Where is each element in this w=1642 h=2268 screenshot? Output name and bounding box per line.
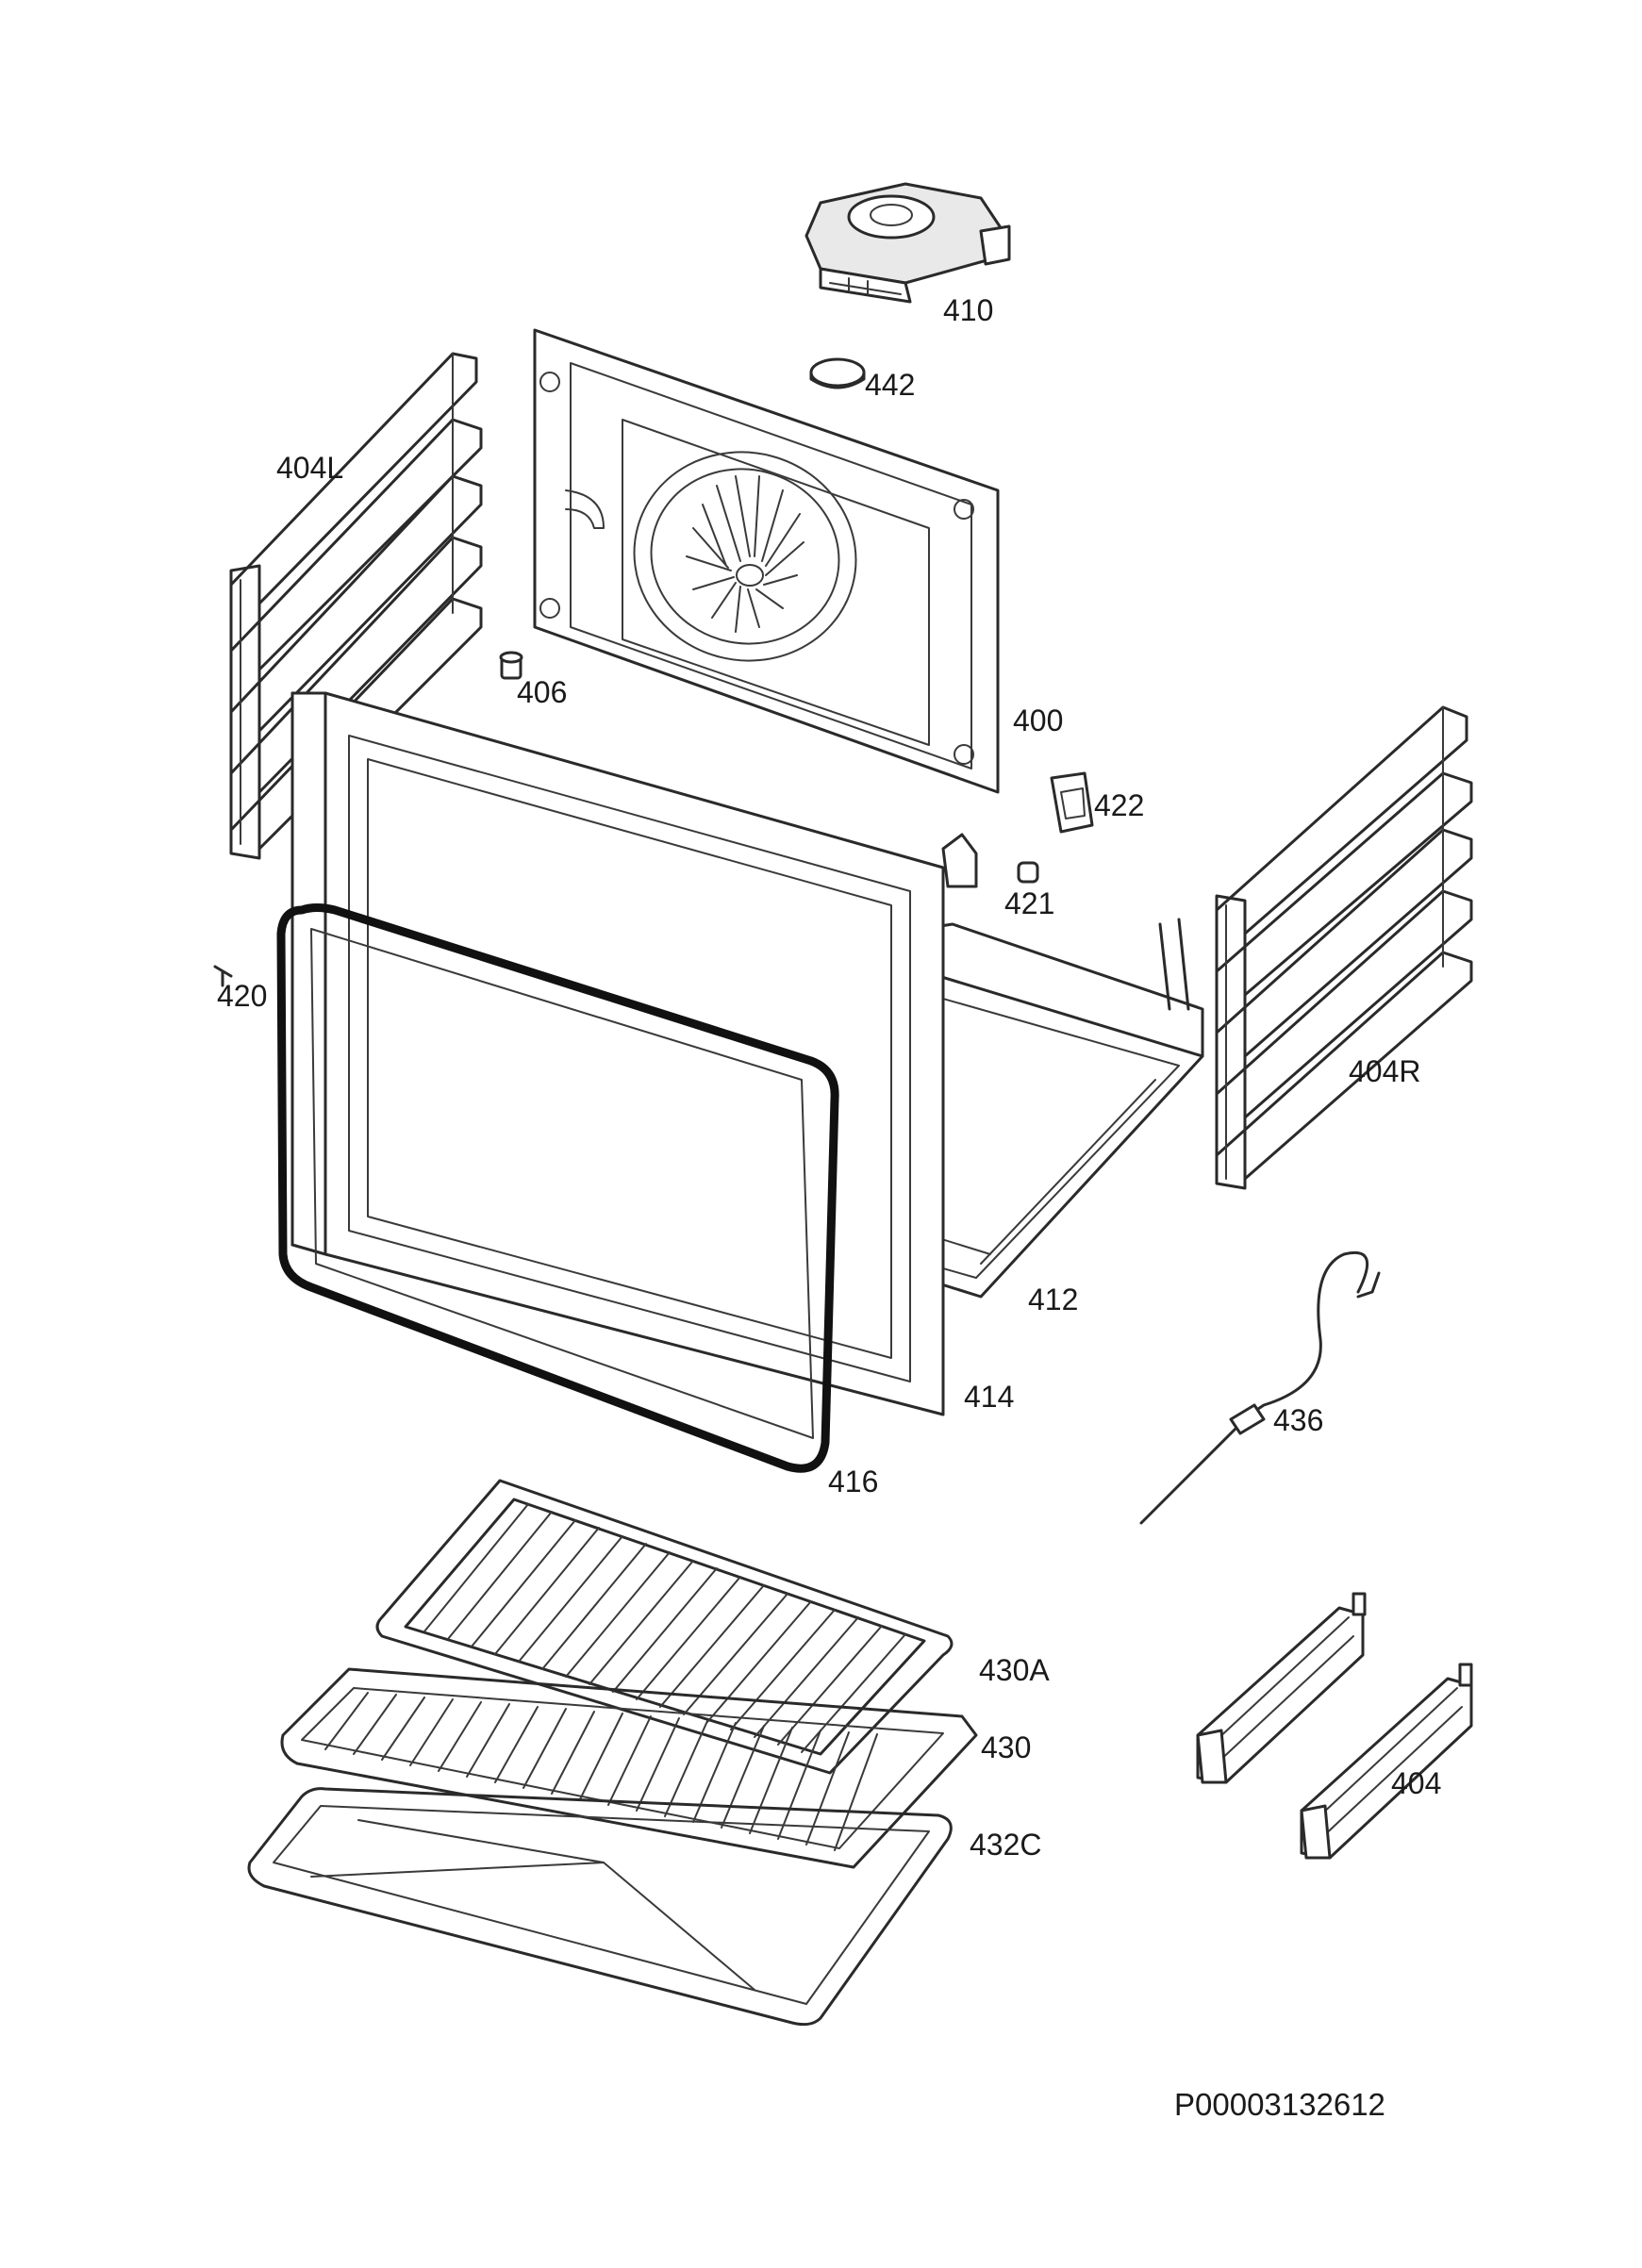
part-414-front-frame	[290, 691, 978, 1416]
part-410-fan-motor	[804, 182, 1011, 304]
label-404: 404	[1391, 1766, 1442, 1800]
part-421-lamp	[1017, 861, 1039, 884]
label-404L: 404L	[276, 451, 344, 485]
part-400-back-panel	[533, 328, 1000, 794]
part-404-telescopic-runners	[1196, 1592, 1473, 1860]
label-420: 420	[217, 979, 268, 1013]
label-406: 406	[517, 675, 568, 709]
part-430-wire-rack	[280, 1667, 978, 1869]
part-432C-baking-tray	[247, 1787, 953, 2027]
part-406-screw	[499, 651, 523, 680]
label-404R: 404R	[1349, 1054, 1421, 1088]
part-416-door-gasket	[276, 903, 839, 1473]
label-414: 414	[964, 1380, 1015, 1414]
label-430: 430	[981, 1730, 1032, 1764]
part-404R-right-shelf-support	[1215, 705, 1473, 1190]
part-422-lamp-holder	[1050, 771, 1094, 834]
label-400: 400	[1013, 704, 1064, 737]
label-410: 410	[943, 293, 994, 327]
part-404L-left-shelf-support	[229, 352, 483, 860]
label-436: 436	[1273, 1403, 1324, 1437]
document-id: P00003132612	[1174, 2087, 1385, 2122]
label-422: 422	[1094, 788, 1145, 822]
part-430A-wire-rack	[375, 1479, 954, 1775]
label-412: 412	[1028, 1283, 1079, 1316]
label-421: 421	[1004, 886, 1055, 920]
part-436-meat-probe	[1139, 1251, 1381, 1525]
part-442-washer	[809, 357, 866, 389]
label-442: 442	[865, 368, 916, 402]
label-432C: 432C	[970, 1828, 1042, 1862]
label-416: 416	[828, 1465, 879, 1498]
part-420-screw	[213, 965, 233, 987]
label-430A: 430A	[979, 1653, 1050, 1687]
